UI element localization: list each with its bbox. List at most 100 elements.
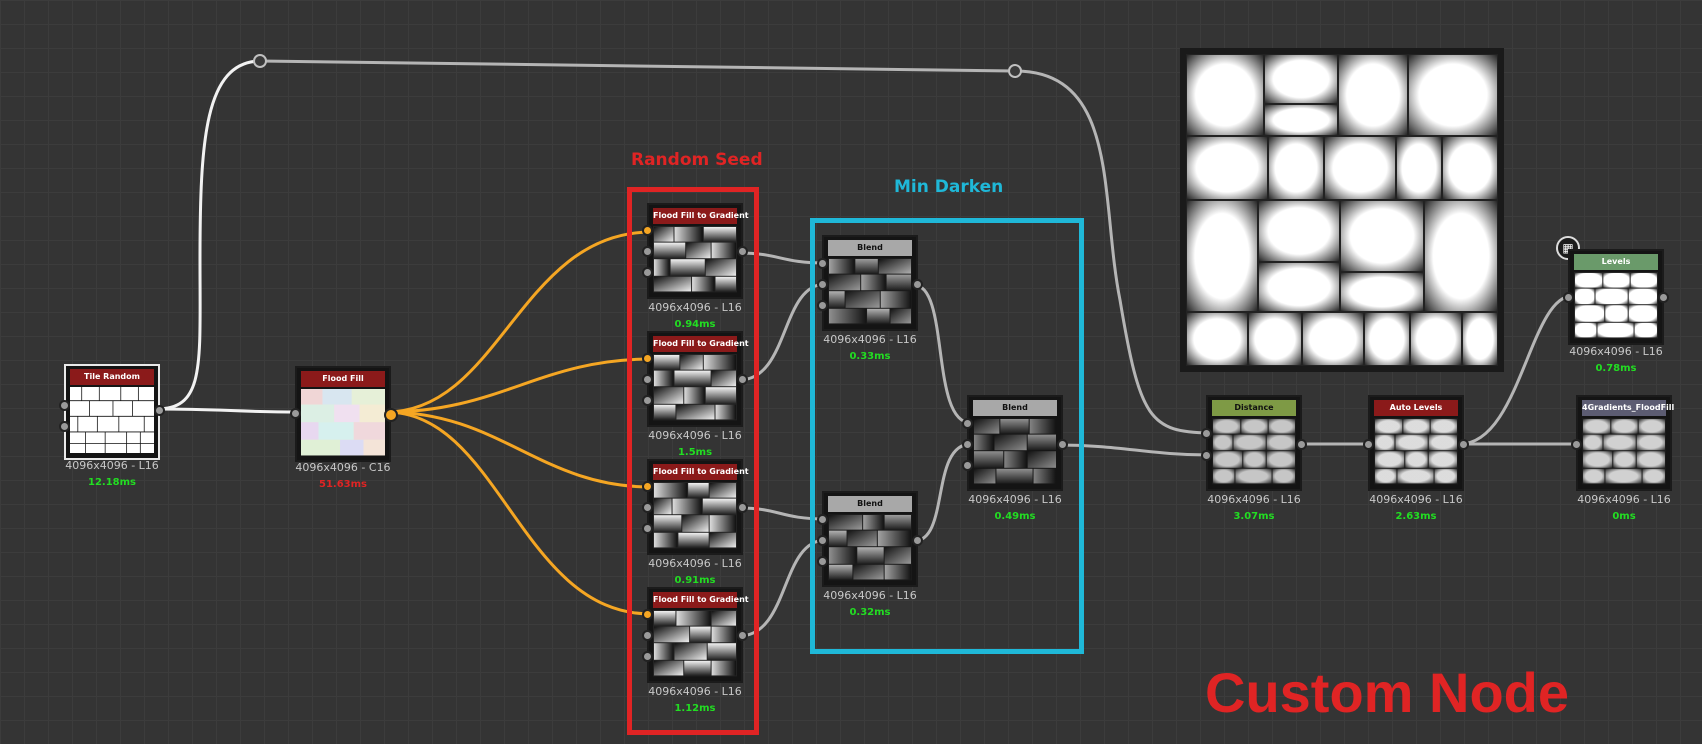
input-port[interactable] [962, 460, 973, 471]
node-flood-fill-to-gradient[interactable]: Flood Fill to Gradient [642, 587, 749, 683]
node-resolution: 4096x4096 - L16 [968, 493, 1062, 506]
input-port[interactable] [642, 246, 653, 257]
input-port[interactable] [59, 421, 70, 432]
input-port[interactable] [1363, 439, 1374, 450]
input-port[interactable] [817, 514, 828, 525]
node-title: Tile Random [70, 369, 154, 385]
frame-label-random-seed: Random Seed [631, 150, 763, 170]
output-port[interactable] [912, 535, 923, 546]
node-resolution: 4096x4096 - C16 [295, 461, 391, 474]
node-4gradients-floodfill[interactable]: 4Gradients_FloodFill [1571, 395, 1674, 491]
node-resolution: 4096x4096 - L16 [1369, 493, 1463, 506]
output-port[interactable] [1458, 439, 1469, 450]
node-title: Flood Fill to Gradient [653, 208, 749, 224]
node-info: 4096x4096 - C16 51.63ms [268, 459, 418, 493]
wire-floodfill-to-ffg1 [385, 230, 652, 414]
node-flood-fill-to-gradient[interactable]: Flood Fill to Gradient [642, 203, 749, 299]
input-port[interactable] [817, 300, 828, 311]
wire-reroute-dot[interactable] [253, 54, 267, 68]
node-info: 4096x4096 - L16 12.18ms [37, 457, 187, 491]
node-time: 51.63ms [318, 479, 367, 490]
output-port[interactable] [912, 279, 923, 290]
input-port[interactable] [642, 267, 653, 278]
node-auto-levels[interactable]: Auto Levels [1363, 395, 1469, 491]
node-thumbnail [1574, 272, 1658, 339]
node-thumbnail [653, 226, 737, 293]
node-title: Blend [973, 400, 1057, 416]
node-levels[interactable]: Levels [1563, 249, 1669, 345]
wire-tile-to-floodfill [156, 407, 299, 414]
node-info: 4096x4096 - L16 0.78ms [1541, 343, 1691, 377]
input-port[interactable] [1571, 439, 1582, 450]
node-resolution: 4096x4096 - L16 [823, 333, 917, 346]
texture-preview [1180, 48, 1504, 372]
input-port[interactable] [962, 418, 973, 429]
node-info: 4096x4096 - L16 0.33ms [795, 331, 945, 365]
node-thumbnail [653, 482, 737, 549]
node-tile-random[interactable]: Tile Random [59, 364, 165, 460]
input-port[interactable] [817, 258, 828, 269]
node-info: 4096x4096 - L16 1.12ms [620, 683, 770, 717]
input-port[interactable] [817, 556, 828, 567]
input-port[interactable] [817, 279, 828, 290]
node-time: 0ms [1612, 511, 1636, 522]
input-port[interactable] [642, 609, 653, 620]
node-flood-fill-to-gradient[interactable]: Flood Fill to Gradient [642, 459, 749, 555]
node-resolution: 4096x4096 - L16 [648, 301, 742, 314]
node-time: 1.5ms [677, 447, 713, 458]
input-port[interactable] [290, 408, 301, 419]
output-port[interactable] [737, 630, 748, 641]
output-port[interactable] [737, 502, 748, 513]
node-blend[interactable]: Blend [817, 491, 923, 587]
node-resolution: 4096x4096 - L16 [648, 685, 742, 698]
input-port[interactable] [1201, 428, 1212, 439]
wire-blend3-to-distance [1058, 443, 1211, 457]
preview-image [1186, 54, 1498, 366]
frame-min-darken[interactable] [810, 218, 1084, 654]
node-flood-fill-to-gradient[interactable]: Flood Fill to Gradient [642, 331, 749, 427]
wire-floodfill-to-ffg3 [385, 410, 652, 489]
node-thumbnail [653, 354, 737, 421]
input-port[interactable] [642, 353, 653, 364]
wire-reroute-dot[interactable] [1008, 64, 1022, 78]
node-blend[interactable]: Blend [817, 235, 923, 331]
node-time: 12.18ms [87, 477, 136, 488]
frame-label-min-darken: Min Darken [894, 177, 1004, 197]
node-flood-fill[interactable]: Flood Fill [290, 366, 398, 462]
input-port[interactable] [642, 651, 653, 662]
input-port[interactable] [642, 374, 653, 385]
input-port[interactable] [59, 400, 70, 411]
output-port[interactable] [1057, 439, 1068, 450]
output-port[interactable] [737, 374, 748, 385]
input-port[interactable] [1563, 292, 1574, 303]
input-port[interactable] [642, 481, 653, 492]
node-distance[interactable]: Distance [1201, 395, 1307, 491]
input-port[interactable] [642, 630, 653, 641]
node-info: 4096x4096 - L16 0.91ms [620, 555, 770, 589]
node-title: Flood Fill to Gradient [653, 336, 749, 352]
node-info: 4096x4096 - L16 3.07ms [1179, 491, 1329, 525]
output-port[interactable] [384, 408, 398, 422]
output-port[interactable] [737, 246, 748, 257]
node-resolution: 4096x4096 - L16 [65, 459, 159, 472]
output-port[interactable] [1296, 439, 1307, 450]
input-port[interactable] [642, 502, 653, 513]
input-port[interactable] [962, 439, 973, 450]
node-thumbnail [301, 389, 385, 456]
input-port[interactable] [817, 535, 828, 546]
node-blend[interactable]: Blend [962, 395, 1068, 491]
wire-tile-to-dot [156, 59, 261, 411]
input-port[interactable] [1201, 450, 1212, 461]
output-port[interactable] [1658, 292, 1669, 303]
input-port[interactable] [642, 523, 653, 534]
node-time: 3.07ms [1233, 511, 1275, 522]
node-info: 4096x4096 - L16 0.32ms [795, 587, 945, 621]
frame-random-seed[interactable] [627, 187, 759, 735]
node-title: Flood Fill to Gradient [653, 464, 749, 480]
input-port[interactable] [642, 225, 653, 236]
input-port[interactable] [642, 395, 653, 406]
node-thumbnail [828, 514, 912, 581]
output-port[interactable] [154, 405, 165, 416]
node-thumbnail [828, 258, 912, 325]
